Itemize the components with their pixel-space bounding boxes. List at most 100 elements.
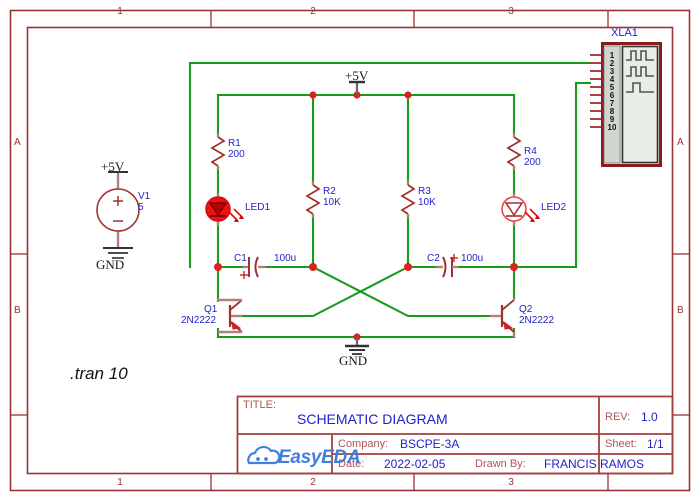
component-ref-v1: V1 bbox=[138, 191, 151, 202]
component-ref-r2: R2 bbox=[323, 186, 336, 197]
frame-column-label-2-bottom: 2 bbox=[310, 477, 316, 488]
led2-diode-triangle bbox=[504, 202, 524, 217]
xla1-pin-number: 7 bbox=[610, 99, 615, 108]
frame-row-label-a-right: A bbox=[677, 137, 684, 148]
title-block-sheet-key: Sheet: bbox=[605, 438, 637, 450]
component-value-v1: 5 bbox=[138, 202, 144, 213]
title-block-company-key: Company: bbox=[338, 438, 389, 450]
voltage-source-v1-symbol[interactable] bbox=[96, 170, 140, 259]
component-ref-c1: C1 bbox=[234, 253, 247, 264]
xla1-pin-number: 3 bbox=[610, 67, 615, 76]
q2-collector-slant bbox=[501, 299, 515, 311]
r1-zigzag bbox=[210, 136, 226, 167]
resistor-r2-symbol[interactable] bbox=[305, 181, 321, 218]
wire-left-collector-to-xla-pin1 bbox=[188, 61, 592, 269]
resistor-r3-symbol[interactable] bbox=[400, 181, 416, 218]
frame-column-label-1: 1 bbox=[117, 6, 123, 17]
junction-dot bbox=[510, 263, 518, 271]
logic-analyzer-xla1-symbol[interactable]: 1 2 3 4 5 6 7 8 9 10 bbox=[590, 42, 662, 167]
component-ref-led2: LED2 bbox=[541, 202, 567, 213]
component-ref-r1: R1 bbox=[228, 138, 241, 149]
resistor-r1-symbol[interactable] bbox=[210, 133, 226, 170]
title-block-rev-value: 1.0 bbox=[641, 410, 658, 424]
component-value-q1: 2N2222 bbox=[181, 315, 217, 326]
xla1-pin-number: 2 bbox=[610, 59, 615, 68]
r4-zigzag bbox=[506, 136, 522, 167]
xla1-pin-number: 6 bbox=[610, 91, 615, 100]
xla1-pin-number: 8 bbox=[610, 107, 615, 116]
xla1-display-area bbox=[621, 45, 659, 164]
component-ref-r3: R3 bbox=[418, 186, 431, 197]
transistor-q2-symbol[interactable] bbox=[490, 298, 516, 337]
q1-collector-slant bbox=[229, 299, 243, 311]
frame-row-label-a: A bbox=[14, 137, 21, 148]
r2-zigzag bbox=[305, 184, 321, 215]
q1-emitter-arrow bbox=[231, 320, 242, 330]
component-ref-c2: C2 bbox=[427, 253, 440, 264]
net-flag-gnd bbox=[345, 337, 369, 355]
easyeda-logo-text: EasyEDA bbox=[278, 447, 361, 468]
wire-right-collector-to-xla-pin3 bbox=[512, 81, 592, 269]
component-value-r3: 10K bbox=[418, 197, 436, 208]
title-block-company-value: BSCPE-3A bbox=[400, 437, 460, 451]
led-led2-symbol[interactable] bbox=[501, 193, 540, 226]
frame-row-label-b: B bbox=[14, 305, 21, 316]
component-ref-r4: R4 bbox=[524, 146, 537, 157]
wire-cross-left-to-q2-base bbox=[311, 265, 492, 318]
transistor-q1-symbol[interactable] bbox=[216, 298, 243, 334]
title-block-title-key: TITLE: bbox=[243, 399, 277, 411]
net-label-gnd: GND bbox=[339, 353, 368, 368]
component-ref-q1: Q1 bbox=[204, 304, 218, 315]
xla1-pin-number: 4 bbox=[610, 75, 615, 84]
title-block-date-value: 2022-02-05 bbox=[384, 457, 446, 471]
frame-column-label-1-bottom: 1 bbox=[117, 477, 123, 488]
xla1-pin-number: 1 bbox=[610, 51, 615, 60]
xla1-pin-number: 10 bbox=[608, 123, 617, 132]
net-label-source-gnd: GND bbox=[96, 257, 125, 272]
capacitor-c2-symbol[interactable] bbox=[436, 254, 458, 278]
r3-zigzag bbox=[400, 184, 416, 215]
component-value-r1: 200 bbox=[228, 149, 245, 160]
xla1-pin-leads bbox=[590, 54, 602, 128]
frame-outer-rect bbox=[9, 9, 691, 492]
junction-dot bbox=[404, 91, 412, 99]
title-block-outer bbox=[236, 395, 674, 475]
capacitor-c1-symbol[interactable] bbox=[240, 256, 265, 279]
junction-dot bbox=[404, 263, 412, 271]
net-label-vcc: +5V bbox=[345, 68, 369, 83]
junction-dots-group bbox=[214, 91, 518, 341]
title-block-title-value: SCHEMATIC DIAGRAM bbox=[297, 411, 448, 427]
component-value-r4: 200 bbox=[524, 157, 541, 168]
title-block-drawnby-key: Drawn By: bbox=[475, 458, 526, 470]
title-block-date-key: Date: bbox=[338, 458, 365, 470]
xla1-waveform-icons bbox=[626, 50, 654, 93]
xla1-pin-number: 9 bbox=[610, 115, 615, 124]
title-block-sheet-value: 1/1 bbox=[647, 437, 664, 451]
frame-column-label-2: 2 bbox=[310, 6, 316, 17]
frame-row-label-b-right: B bbox=[677, 305, 684, 316]
wire-cross-right-to-q1-base bbox=[240, 265, 410, 318]
component-value-c1: 100u bbox=[274, 253, 297, 264]
q2-emitter-arrow bbox=[503, 320, 514, 330]
led-led1-symbol[interactable] bbox=[205, 193, 244, 226]
net-label-source-vcc: +5V bbox=[101, 159, 125, 174]
component-value-c2: 100u bbox=[461, 253, 484, 264]
junction-dot bbox=[309, 263, 317, 271]
title-block-drawnby-value: FRANCIS RAMOS bbox=[544, 457, 645, 471]
v1-body-circle bbox=[96, 188, 140, 232]
resistor-r4-symbol[interactable] bbox=[506, 133, 522, 170]
c1-plate-curved bbox=[254, 256, 259, 278]
component-value-q2: 2N2222 bbox=[519, 315, 555, 326]
junction-dot bbox=[214, 263, 222, 271]
component-ref-led1: LED1 bbox=[245, 202, 271, 213]
xla1-pin-strip bbox=[603, 45, 621, 164]
c2-plate-curved bbox=[442, 256, 447, 278]
easyeda-logo-icon bbox=[247, 445, 281, 465]
led2-emission-arrows bbox=[524, 208, 540, 222]
led1-emission-arrows bbox=[228, 208, 244, 222]
net-flag-vcc bbox=[349, 80, 365, 95]
component-ref-q2: Q2 bbox=[519, 304, 533, 315]
